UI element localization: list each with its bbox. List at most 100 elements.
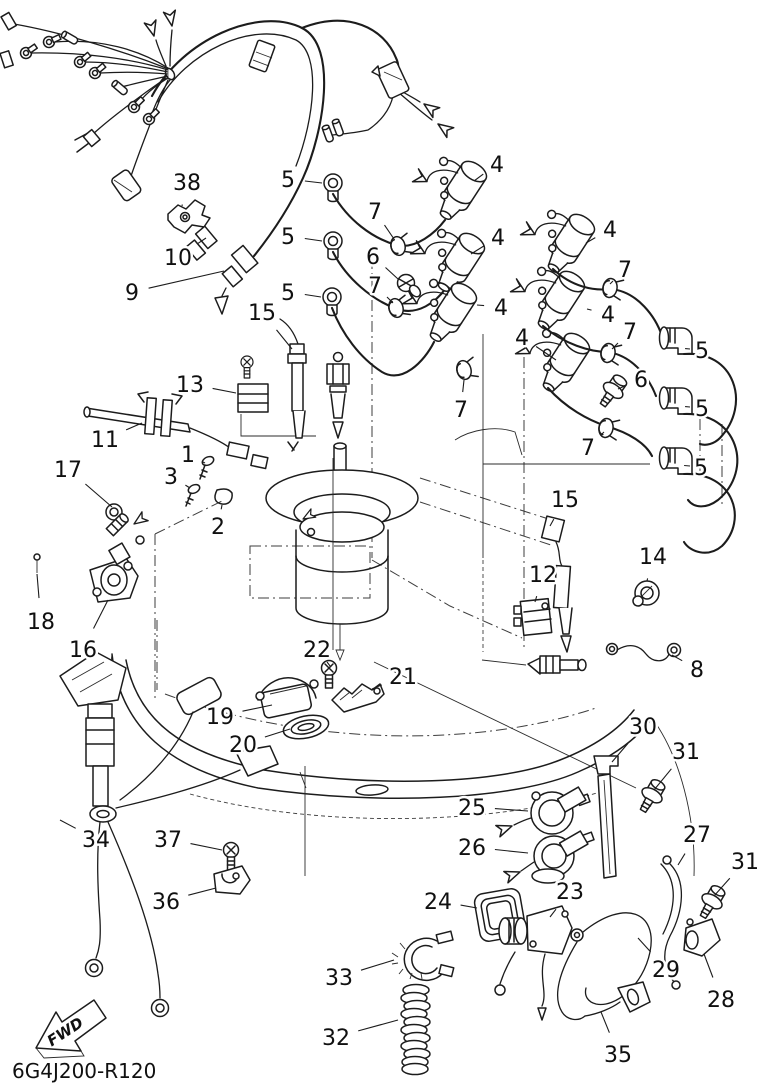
callout-5: 5 (695, 339, 709, 364)
callout-leader-35 (600, 1011, 610, 1033)
callout-15: 15 (248, 301, 276, 326)
callout-leader-27 (677, 853, 686, 866)
callout-5: 5 (281, 281, 295, 306)
fork-terminal (74, 128, 101, 153)
large-connector (111, 169, 142, 202)
callout-leader-7 (611, 342, 619, 350)
callout-8: 8 (690, 658, 704, 683)
callout-leader-29 (637, 937, 652, 953)
fwd-arrow-icon: FWD (35, 999, 107, 1059)
callout-leader-5 (684, 464, 691, 467)
part-2-clip (214, 488, 233, 505)
part-11-rod-clamp (83, 391, 269, 470)
callout-leader-7 (609, 280, 614, 285)
part-38-clamp (167, 199, 211, 234)
sensor-15-left (279, 318, 307, 452)
callout-7: 7 (368, 200, 382, 225)
callout-5: 5 (281, 225, 295, 250)
callout-22: 22 (303, 638, 331, 663)
spark-plug-right (527, 655, 587, 675)
callout-leader-7 (384, 224, 395, 240)
callout-28: 28 (707, 988, 735, 1013)
callout-leader-2 (220, 504, 223, 510)
starter-motor (265, 442, 419, 662)
part-1-screw (199, 455, 215, 480)
callout-leader-4 (473, 173, 484, 182)
sensor-15-right (540, 515, 573, 653)
callout-5: 5 (281, 168, 295, 193)
part-8-lead-wire (605, 642, 682, 662)
callout-leader-4 (535, 346, 557, 361)
diagram-code: 6G4J200-R120 (12, 1059, 156, 1083)
part-32-spring (400, 983, 431, 1076)
callout-leader-5 (304, 293, 322, 298)
callout-20: 20 (229, 733, 257, 758)
wiring-harness (0, 9, 455, 315)
callout-leader-7 (462, 379, 465, 393)
callout-leader-23 (549, 908, 557, 918)
callout-4: 4 (515, 326, 529, 351)
callout-leader-36 (188, 887, 217, 896)
callout-leader-6 (385, 267, 399, 280)
callout-17: 17 (54, 458, 82, 483)
part-35-lead (557, 941, 651, 1021)
callout-6: 6 (366, 245, 380, 270)
callout-29: 29 (652, 958, 680, 983)
callout-leader-7 (600, 431, 605, 436)
callout-leader-18 (36, 573, 40, 599)
part-16-thermoswitch (89, 511, 149, 603)
callout-leader-11 (125, 422, 143, 431)
spark-plug-center (326, 351, 350, 439)
callout-leader-15 (549, 518, 555, 527)
latch-connector (371, 61, 410, 99)
callout-leader-21 (371, 684, 383, 690)
callout-leader-5 (304, 237, 323, 242)
callout-4: 4 (491, 226, 505, 251)
callout-leader-28 (703, 953, 714, 978)
part-36-bracket (213, 865, 251, 895)
callout-15: 15 (551, 488, 579, 513)
callout-2: 2 (211, 515, 225, 540)
callout-leader-4 (476, 304, 485, 307)
callout-38: 38 (173, 171, 201, 196)
part-27-wires (660, 855, 694, 990)
clamps-7-right (453, 276, 625, 441)
callout-leader-31 (713, 877, 731, 897)
callout-30: 30 (629, 715, 657, 740)
callout-10: 10 (164, 246, 192, 271)
spark-plug-caps (658, 326, 739, 554)
six-pin-connector (248, 39, 276, 73)
callout-5: 5 (695, 397, 709, 422)
callout-leader-14 (646, 578, 649, 582)
engine-phantom-outline (154, 258, 723, 737)
callout-31: 31 (672, 740, 700, 765)
callout-31: 31 (731, 850, 759, 875)
part-30-bracket (576, 755, 619, 879)
callout-33: 33 (325, 966, 353, 991)
part-19-rectifier (255, 677, 319, 719)
callout-leader-17 (85, 483, 113, 508)
callout-7: 7 (368, 274, 382, 299)
callout-4: 4 (603, 218, 617, 243)
callout-7: 7 (454, 398, 468, 423)
callout-9: 9 (125, 281, 139, 306)
grommets-5-left (322, 173, 448, 377)
callout-3: 3 (164, 465, 178, 490)
callout-leader-34 (59, 819, 76, 829)
callout-21: 21 (389, 665, 417, 690)
callout-leader-32 (358, 1019, 399, 1032)
callout-7: 7 (623, 320, 637, 345)
callout-16: 16 (69, 638, 97, 663)
callout-leader-24 (460, 904, 478, 909)
callout-leader-30 (611, 743, 629, 763)
callout-14: 14 (639, 545, 667, 570)
bolt-6-right (593, 370, 633, 413)
part-29-wire-loop (570, 912, 652, 1006)
callout-4: 4 (601, 303, 615, 328)
callout-26: 26 (458, 836, 486, 861)
callout-36: 36 (152, 890, 180, 915)
callout-leader-4 (470, 245, 484, 255)
